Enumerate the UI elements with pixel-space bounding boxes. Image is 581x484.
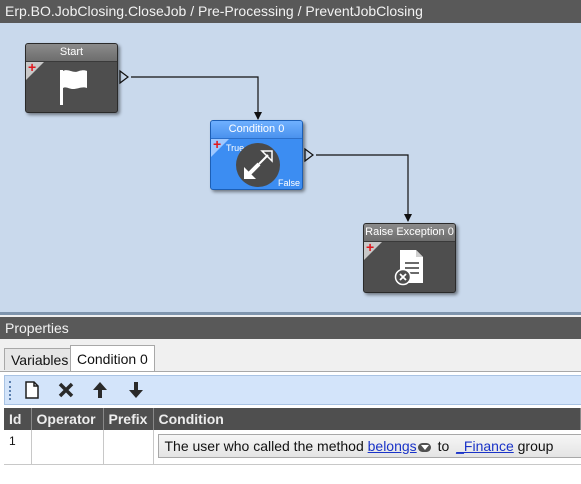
true-port-label: True (226, 143, 245, 153)
condition-grid: Id Operator Prefix Condition 1 The user … (4, 408, 581, 465)
flag-icon (60, 70, 87, 105)
condition-node[interactable]: Condition 0 + True False (210, 120, 303, 190)
tab-condition-0[interactable]: Condition 0 (70, 345, 155, 371)
column-header-operator[interactable]: Operator (31, 408, 104, 430)
diagonal-arrows-icon (236, 143, 280, 187)
connector-start-to-condition (131, 76, 262, 120)
delete-icon[interactable] (55, 380, 77, 400)
column-header-condition[interactable]: Condition (153, 408, 581, 430)
tab-variables[interactable]: Variables (4, 348, 76, 370)
column-header-id[interactable]: Id (4, 408, 32, 430)
move-down-icon[interactable] (125, 380, 147, 400)
condition-expression[interactable]: The user who called the method belongs t… (157, 434, 581, 458)
cell-condition[interactable]: The user who called the method belongs t… (153, 430, 581, 465)
belongs-link[interactable]: belongs (367, 438, 417, 454)
start-node[interactable]: Start + (25, 43, 118, 113)
move-up-icon[interactable] (89, 380, 111, 400)
cell-id: 1 (4, 430, 32, 465)
new-document-icon[interactable] (21, 380, 43, 400)
workflow-canvas[interactable]: Start + Condition 0 + True False (0, 23, 581, 315)
toolbar-grip[interactable] (9, 381, 14, 400)
workflow-connectors (119, 69, 412, 222)
condition-node-title: Condition 0 (211, 121, 302, 139)
cell-prefix[interactable] (103, 430, 154, 465)
add-icon[interactable]: + (366, 239, 375, 255)
column-header-prefix[interactable]: Prefix (103, 408, 154, 430)
condition-panel: Id Operator Prefix Condition 1 The user … (0, 371, 581, 484)
raise-exception-node[interactable]: Raise Exception 0 + (363, 223, 456, 293)
connector-condition-to-exception (316, 154, 412, 222)
group-link[interactable]: _Finance (456, 438, 514, 454)
add-icon[interactable]: + (213, 136, 222, 152)
start-output-port (119, 69, 129, 85)
condition-true-port (304, 147, 314, 163)
condition-toolbar (4, 375, 581, 405)
chevron-down-icon[interactable] (417, 442, 431, 452)
condition-middle-text: to (437, 438, 450, 454)
false-port-label: False (277, 178, 300, 188)
condition-suffix-text: group (517, 438, 554, 454)
window-title: Erp.BO.JobClosing.CloseJob / Pre-Process… (0, 0, 581, 23)
tab-condition-0-label: Condition 0 (77, 351, 148, 367)
table-row[interactable]: 1 The user who called the method belongs… (4, 430, 581, 465)
condition-prefix-text: The user who called the method (164, 438, 364, 454)
properties-tabs: Variables Condition 0 (0, 339, 581, 371)
properties-title: Properties (0, 317, 581, 339)
document-error-icon (394, 250, 423, 286)
raise-exception-node-title: Raise Exception 0 (364, 224, 455, 242)
add-icon[interactable]: + (28, 59, 37, 75)
cell-operator[interactable] (31, 430, 104, 465)
tab-variables-label: Variables (11, 352, 69, 368)
row-id: 1 (9, 434, 16, 448)
start-node-title: Start (26, 44, 117, 62)
